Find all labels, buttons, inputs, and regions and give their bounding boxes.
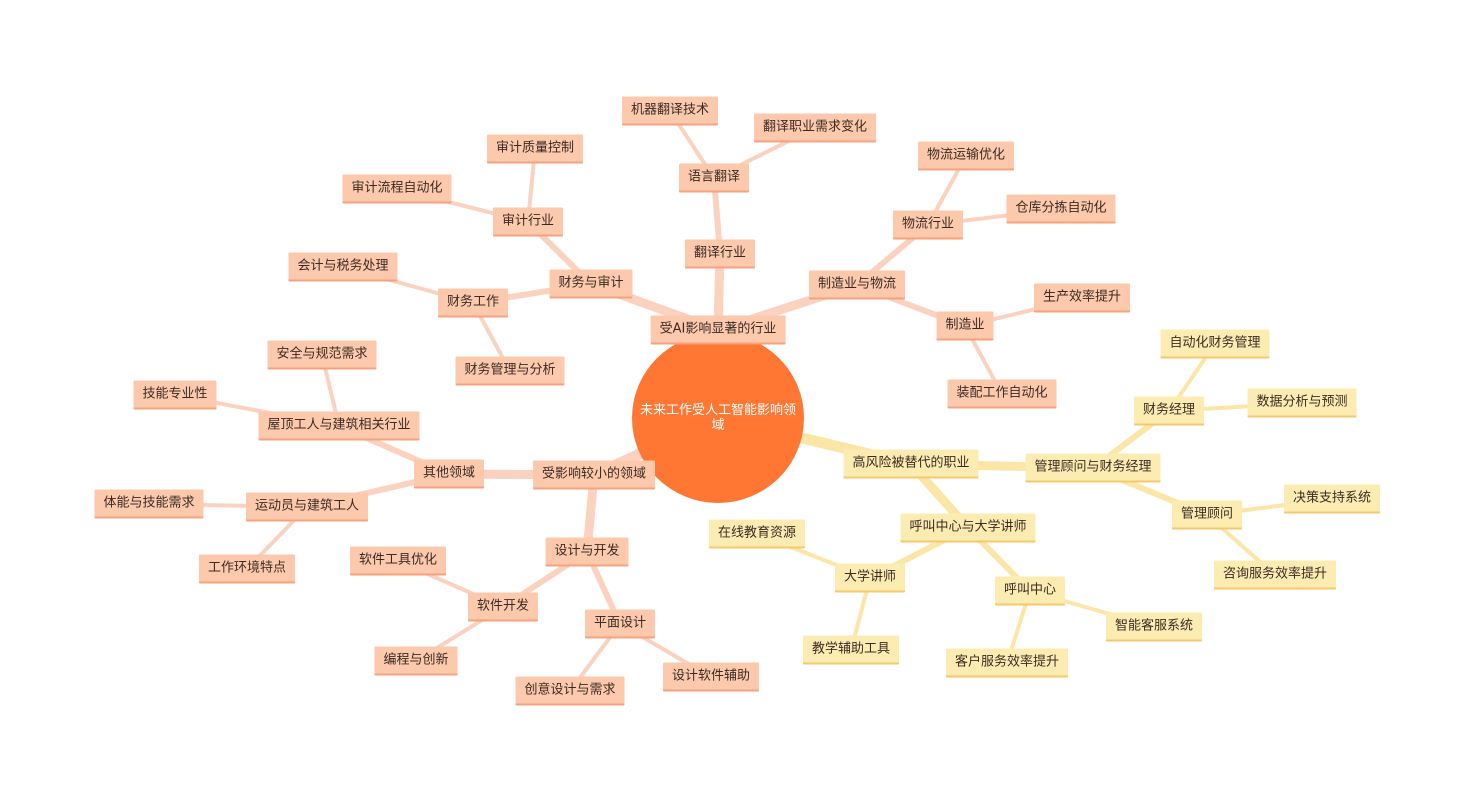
root-topic[interactable]: 未来工作受人工智能影响领域: [632, 333, 804, 503]
topic-c1a[interactable]: 财务经理: [1133, 396, 1205, 426]
topic-b1a2[interactable]: 技能专业性: [133, 380, 217, 410]
topic-b[interactable]: 受影响较小的领域: [532, 460, 656, 490]
topic-a3b[interactable]: 制造业: [936, 311, 994, 341]
topic-c1a2[interactable]: 数据分析与预测: [1247, 388, 1357, 418]
topic-b1a1[interactable]: 安全与规范需求: [267, 340, 377, 370]
topic-c1b2[interactable]: 咨询服务效率提升: [1213, 560, 1337, 590]
topic-a3[interactable]: 制造业与物流: [808, 270, 906, 300]
topic-b2b2[interactable]: 设计软件辅助: [662, 662, 760, 692]
topic-a2a1[interactable]: 机器翻译技术: [621, 96, 719, 126]
topic-b1b2[interactable]: 工作环境特点: [198, 554, 296, 584]
topic-c2b1[interactable]: 智能客服系统: [1105, 612, 1203, 642]
topic-b1a[interactable]: 屋顶工人与建筑相关行业: [258, 411, 420, 441]
topic-c2b2[interactable]: 客户服务效率提升: [945, 648, 1069, 678]
topic-c2a[interactable]: 大学讲师: [834, 563, 906, 593]
topic-a2a2[interactable]: 翻译职业需求变化: [753, 113, 877, 143]
topic-a1b2[interactable]: 财务管理与分析: [455, 356, 565, 386]
topic-b2[interactable]: 设计与开发: [545, 537, 629, 567]
topic-a1a[interactable]: 审计行业: [492, 207, 564, 237]
topic-a3b2[interactable]: 装配工作自动化: [947, 379, 1057, 409]
topic-a3a2[interactable]: 仓库分拣自动化: [1006, 194, 1116, 224]
topic-a3b1[interactable]: 生产效率提升: [1033, 283, 1131, 313]
topic-b2b1[interactable]: 创意设计与需求: [515, 676, 625, 706]
topic-a1b1[interactable]: 会计与税务处理: [288, 252, 398, 282]
topic-a3a[interactable]: 物流行业: [892, 210, 964, 240]
topic-a[interactable]: 受AI影响显著的行业: [650, 315, 786, 345]
topic-c[interactable]: 高风险被替代的职业: [843, 449, 979, 479]
topic-b2a[interactable]: 软件开发: [467, 592, 539, 622]
topic-a3a1[interactable]: 物流运输优化: [917, 141, 1015, 171]
topic-c2a1[interactable]: 在线教育资源: [708, 519, 806, 549]
topic-c2a2[interactable]: 教学辅助工具: [802, 635, 900, 665]
topic-c2[interactable]: 呼叫中心与大学讲师: [900, 513, 1036, 543]
topic-c1a1[interactable]: 自动化财务管理: [1160, 329, 1270, 359]
topic-b2b[interactable]: 平面设计: [584, 609, 656, 639]
topic-b1b[interactable]: 运动员与建筑工人: [245, 492, 369, 522]
topic-b1[interactable]: 其他领域: [413, 459, 485, 489]
topic-b1b1[interactable]: 体能与技能需求: [94, 489, 204, 519]
topic-c2b[interactable]: 呼叫中心: [994, 576, 1066, 606]
root-label: 未来工作受人工智能影响领域: [640, 403, 797, 433]
topic-b2a2[interactable]: 编程与创新: [374, 646, 458, 676]
topic-a2[interactable]: 翻译行业: [684, 239, 756, 269]
topic-a1a2[interactable]: 审计流程自动化: [342, 174, 452, 204]
topic-a1b[interactable]: 财务工作: [437, 288, 509, 318]
topic-a1[interactable]: 财务与审计: [549, 269, 633, 299]
topic-c1[interactable]: 管理顾问与财务经理: [1025, 453, 1161, 483]
topic-c1b1[interactable]: 决策支持系统: [1283, 484, 1381, 514]
topic-a1a1[interactable]: 审计质量控制: [486, 134, 584, 164]
topic-c1b[interactable]: 管理顾问: [1171, 500, 1243, 530]
topic-b2a1[interactable]: 软件工具优化: [349, 546, 447, 576]
topic-a2a[interactable]: 语言翻译: [678, 163, 750, 193]
